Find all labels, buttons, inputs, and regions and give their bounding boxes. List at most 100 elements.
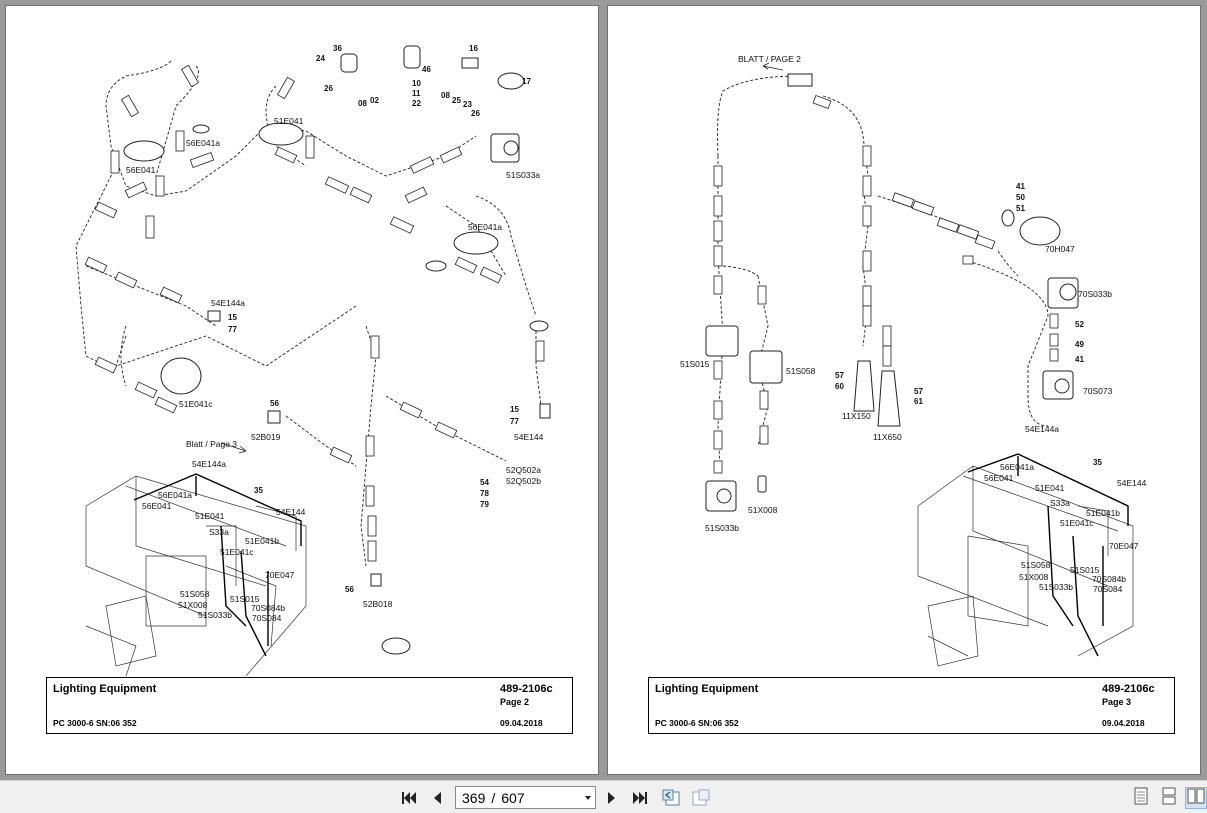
callout: 51E041 [195, 511, 225, 521]
callout: 51E041c [179, 399, 213, 409]
go-back-view-button[interactable] [660, 787, 682, 809]
callout: 70S084 [252, 613, 282, 623]
callout: 36 [333, 44, 342, 53]
callout: 70S073 [1083, 386, 1113, 396]
callout: 54E144 [514, 432, 544, 442]
skip-to-end-icon [631, 790, 649, 806]
single-page-icon [1134, 787, 1148, 810]
callout: 11X150 [842, 411, 871, 421]
machine-model: PC 3000-6 SN:06 352 [655, 718, 739, 728]
callout: 16 [469, 44, 478, 53]
callout: 56 [270, 399, 279, 408]
page-number-selector[interactable]: 369 / 607 [455, 786, 596, 809]
total-pages: 607 [501, 789, 525, 806]
callout: 49 [1075, 340, 1084, 349]
callout: 51S015 [230, 594, 260, 604]
callout: 17 [522, 77, 531, 86]
callout: 51S033b [198, 610, 232, 620]
pdf-page-right: BLATT / PAGE 2 41 50 51 70H047 70S033b 5… [607, 5, 1201, 775]
callout: 77 [510, 417, 519, 426]
callout: 54E144 [276, 507, 306, 517]
facing-pages-view-button[interactable] [1185, 787, 1207, 809]
callout: 52Q502b [506, 476, 541, 486]
callout: 52B019 [251, 432, 281, 442]
callout: 70S033b [1078, 289, 1112, 299]
callout: 56E041 [984, 473, 1014, 483]
callout: 54 [480, 478, 489, 487]
callout: 50 [1016, 193, 1025, 202]
title-block-right: Lighting Equipment PC 3000-6 SN:06 352 4… [648, 677, 1175, 734]
callout: 08 [358, 99, 367, 108]
callout: 25 [452, 96, 461, 105]
callout: 51S058 [180, 589, 210, 599]
parts-drawing-right: BLATT / PAGE 2 41 50 51 70H047 70S033b 5… [608, 6, 1200, 676]
callout: 11X650 [873, 432, 902, 442]
facing-pages-icon [1187, 787, 1205, 810]
single-page-view-button[interactable] [1130, 787, 1152, 809]
chevron-down-icon[interactable] [585, 796, 591, 800]
callout: 02 [370, 96, 379, 105]
callout: 51E041c [1060, 518, 1094, 528]
callout: 51S033b [705, 523, 739, 533]
callout: 26 [324, 84, 333, 93]
callout: 51E041 [274, 116, 304, 126]
previous-page-button[interactable] [426, 787, 448, 809]
callout: S33a [209, 527, 229, 537]
continuous-view-button[interactable] [1158, 787, 1180, 809]
drawing-title: Lighting Equipment [53, 683, 157, 695]
callout: 56E041a [1000, 462, 1034, 472]
go-forward-view-button[interactable] [690, 787, 712, 809]
back-view-icon [661, 789, 681, 807]
document-number: 489-2106c [1102, 683, 1155, 695]
callout: 56E041a [158, 490, 192, 500]
callout: 54E144 [1117, 478, 1147, 488]
callout: 11 [412, 89, 421, 98]
callout: 51E041b [245, 536, 279, 546]
callout: 51X008 [748, 505, 778, 515]
title-block-left: Lighting Equipment PC 3000-6 SN:06 352 4… [46, 677, 573, 734]
continuous-page-icon [1161, 787, 1177, 810]
callout: 51S015 [680, 359, 710, 369]
callout: 77 [228, 325, 237, 334]
drawing-page-label: Page 3 [1102, 697, 1132, 707]
triangle-left-icon [430, 790, 444, 806]
current-page: 369 [462, 789, 486, 806]
document-viewport[interactable]: 36 24 26 08 02 10 11 22 46 16 17 08 25 2… [0, 0, 1207, 780]
callout: 26 [471, 109, 480, 118]
callout: 51S058 [786, 366, 816, 376]
callout: 70E047 [1109, 541, 1139, 551]
nav-reference-text: BLATT / PAGE 2 [738, 54, 801, 64]
callout: 41 [1016, 182, 1025, 191]
callout: 51 [1016, 204, 1025, 213]
callout: 54E144a [1025, 424, 1059, 434]
callout: 54E144a [211, 298, 245, 308]
callout: 51S058 [1021, 560, 1051, 570]
callout: 79 [480, 500, 489, 509]
callout: 51S033a [506, 170, 540, 180]
callout: 70H047 [1045, 244, 1075, 254]
callout: 46 [422, 65, 431, 74]
callout: 56E041a [186, 138, 220, 148]
machine-model: PC 3000-6 SN:06 352 [53, 718, 137, 728]
callout: 54E144a [192, 459, 226, 469]
drawing-date: 09.04.2018 [500, 718, 543, 728]
drawing-page-label: Page 2 [500, 697, 530, 707]
next-page-button[interactable] [601, 787, 623, 809]
skip-to-start-icon [400, 790, 418, 806]
callout: 10 [412, 79, 421, 88]
nav-reference-text: Blatt / Page 3 [186, 439, 237, 449]
callout: 61 [914, 397, 923, 406]
last-page-button[interactable] [629, 787, 651, 809]
callout: 70E047 [265, 570, 295, 580]
callout: 52 [1075, 320, 1084, 329]
callout: 56E041 [142, 501, 172, 511]
callout: 24 [316, 54, 325, 63]
callout: 70S084b [251, 603, 285, 613]
callout: 70S084 [1093, 584, 1123, 594]
callout: 52Q502a [506, 465, 541, 475]
first-page-button[interactable] [398, 787, 420, 809]
callout: 51X008 [178, 600, 208, 610]
document-number: 489-2106c [500, 683, 553, 695]
callout: 35 [1093, 458, 1102, 467]
callout: 51E041c [220, 547, 254, 557]
